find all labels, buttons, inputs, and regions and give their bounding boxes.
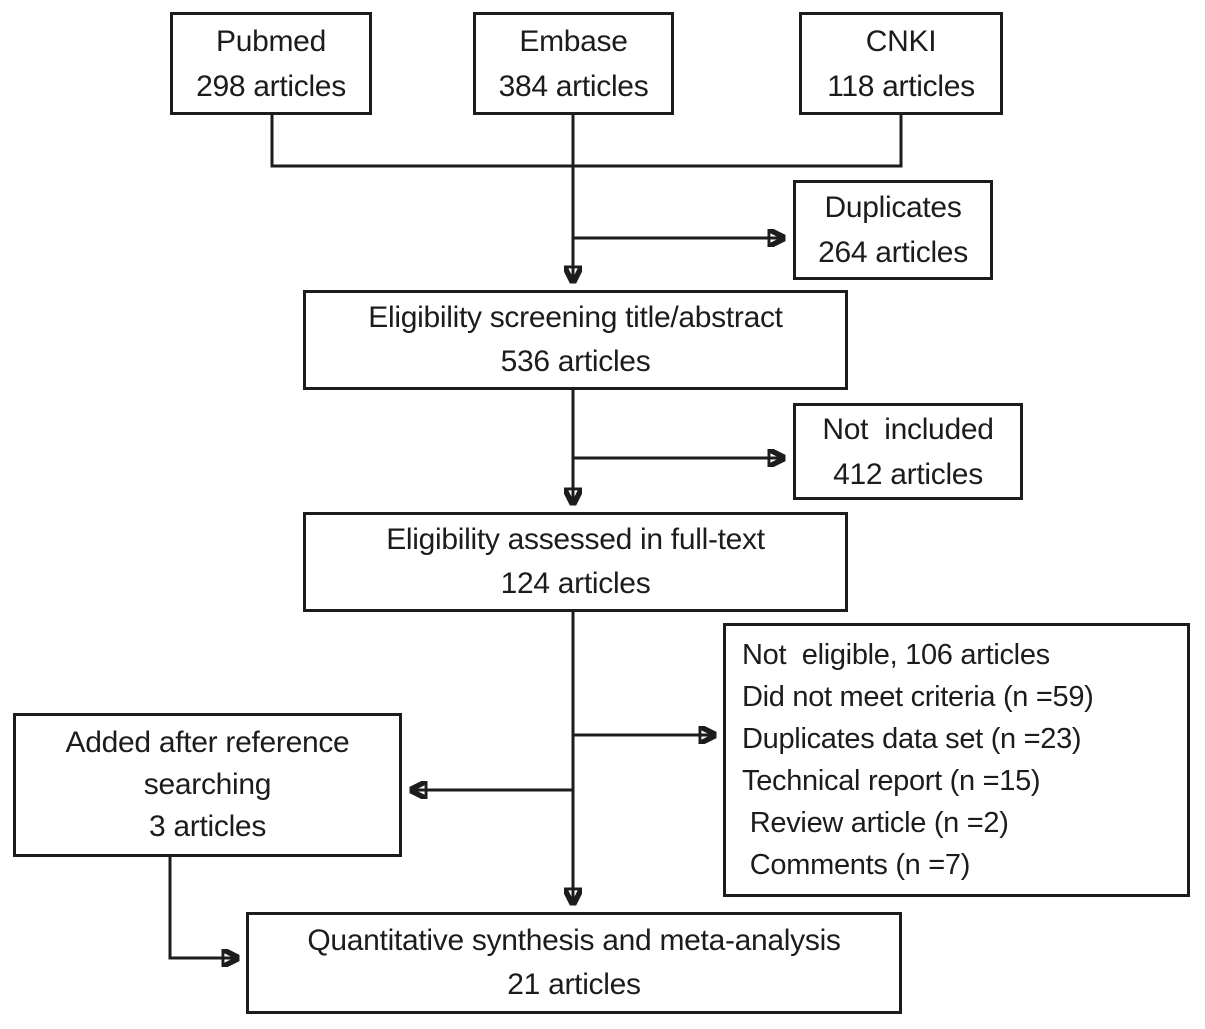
- box-cnki: CNKI 118 articles: [799, 12, 1003, 115]
- box-reference-searching: Added after reference searching 3 articl…: [13, 713, 402, 857]
- box-not-eligible-line1: Not eligible, 106 articles: [742, 639, 1050, 671]
- box-final-synthesis: Quantitative synthesis and meta-analysis…: [246, 912, 902, 1014]
- box-eligibility-screening: Eligibility screening title/abstract 536…: [303, 290, 848, 390]
- box-fulltext-assessed-count: 124 articles: [500, 567, 651, 600]
- box-reference-searching-line1: Added after reference: [65, 726, 350, 759]
- box-pubmed-title: Pubmed: [216, 24, 326, 58]
- box-not-eligible-line5: Review article (n =2): [742, 807, 1009, 839]
- box-reference-searching-line2: searching: [143, 768, 272, 801]
- box-embase-title: Embase: [519, 24, 628, 58]
- box-not-included-title: Not included: [822, 412, 994, 446]
- box-not-eligible-line4: Technical report (n =15): [742, 765, 1041, 797]
- box-duplicates-count: 264 articles: [818, 236, 968, 269]
- arrow-reference-to-final: [168, 857, 237, 958]
- box-eligibility-screening-title: Eligibility screening title/abstract: [368, 301, 783, 334]
- box-embase-count: 384 articles: [498, 69, 649, 103]
- box-duplicates-title: Duplicates: [824, 191, 962, 224]
- box-fulltext-assessed: Eligibility assessed in full-text 124 ar…: [303, 512, 848, 612]
- box-pubmed-count: 298 articles: [196, 69, 346, 103]
- box-reference-searching-count: 3 articles: [148, 810, 267, 843]
- box-cnki-count: 118 articles: [827, 69, 975, 103]
- box-not-eligible-line6: Comments (n =7): [742, 849, 971, 881]
- box-final-synthesis-count: 21 articles: [507, 968, 641, 1001]
- box-eligibility-screening-count: 536 articles: [500, 345, 651, 378]
- box-not-included: Not included 412 articles: [793, 403, 1023, 500]
- box-not-eligible-line3: Duplicates data set (n =23): [742, 723, 1082, 755]
- box-duplicates: Duplicates 264 articles: [793, 180, 993, 280]
- box-cnki-title: CNKI: [865, 24, 937, 58]
- box-not-eligible-line2: Did not meet criteria (n =59): [742, 681, 1094, 713]
- box-not-eligible: Not eligible, 106 articles Did not meet …: [723, 623, 1190, 897]
- box-pubmed: Pubmed 298 articles: [170, 12, 372, 115]
- box-fulltext-assessed-title: Eligibility assessed in full-text: [386, 523, 765, 556]
- box-embase: Embase 384 articles: [473, 12, 674, 115]
- box-final-synthesis-title: Quantitative synthesis and meta-analysis: [307, 924, 841, 957]
- box-not-included-count: 412 articles: [833, 457, 983, 491]
